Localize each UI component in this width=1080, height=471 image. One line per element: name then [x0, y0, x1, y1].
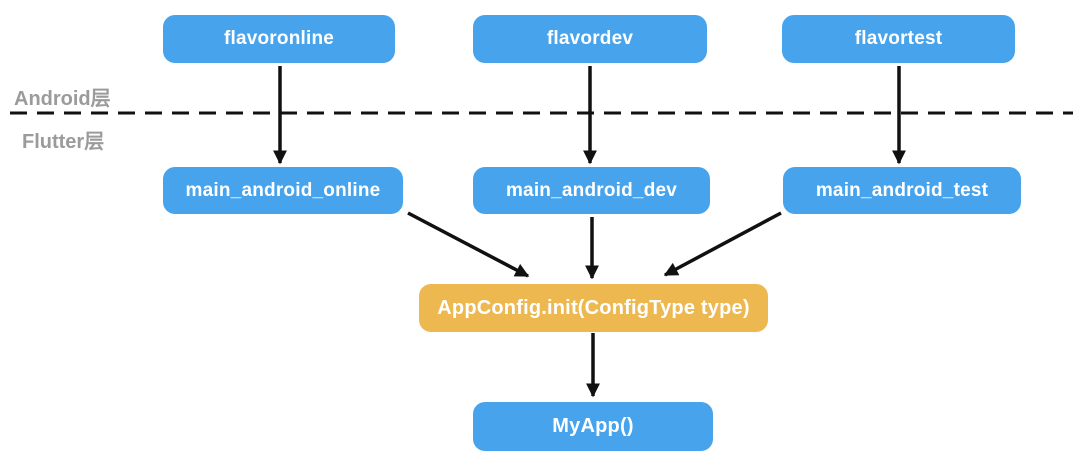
- node-flavoronline: flavoronline: [163, 15, 395, 63]
- node-myapp-label: MyApp(): [552, 415, 634, 437]
- node-flavortest-label: flavortest: [854, 28, 943, 49]
- node-main-android-online: main_android_online: [163, 167, 403, 214]
- node-main-android-test: main_android_test: [783, 167, 1021, 214]
- node-flavordev: flavordev: [473, 15, 707, 63]
- node-main-android-online-label: main_android_online: [185, 179, 381, 201]
- edge-main-android-online-to-appconfig: [407, 211, 530, 278]
- node-flavoronline-label: flavoronline: [223, 28, 335, 49]
- node-flavortest: flavortest: [782, 15, 1015, 63]
- layer-label-android: Android层: [14, 88, 111, 110]
- node-myapp: MyApp(): [473, 402, 713, 451]
- node-appconfig-init: AppConfig.init(ConfigType type): [419, 284, 768, 332]
- edge-main-android-test-to-appconfig: [663, 211, 782, 277]
- node-main-android-dev: main_android_dev: [473, 167, 710, 214]
- layer-label-flutter: Flutter层: [22, 131, 105, 153]
- node-main-android-dev-label: main_android_dev: [505, 179, 678, 201]
- node-flavordev-label: flavordev: [546, 28, 634, 49]
- node-main-android-test-label: main_android_test: [815, 179, 989, 201]
- node-appconfig-init-label: AppConfig.init(ConfigType type): [437, 296, 750, 319]
